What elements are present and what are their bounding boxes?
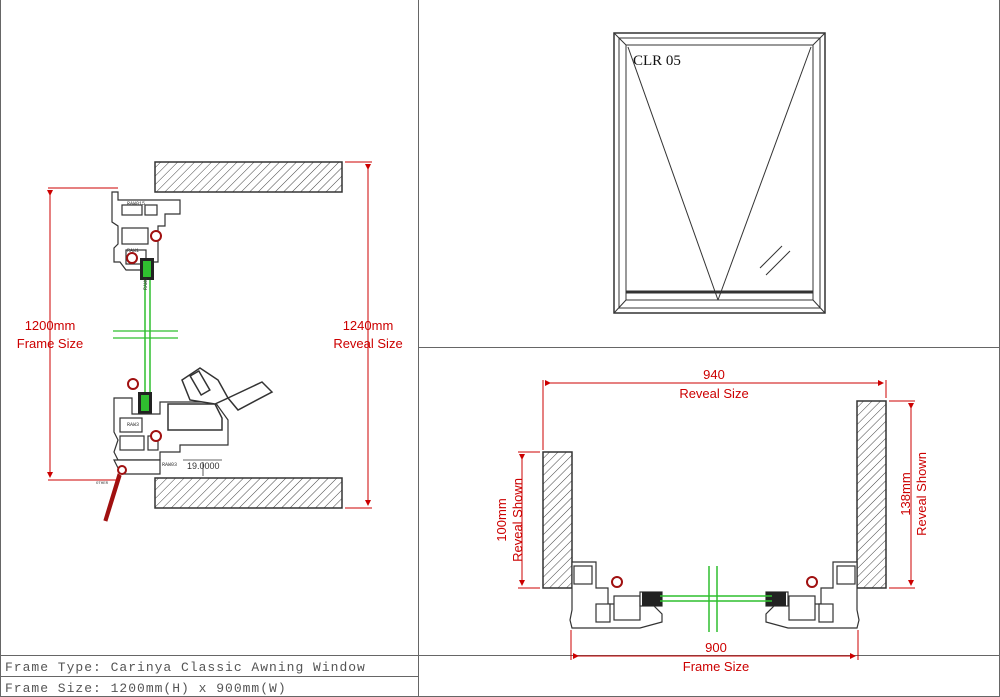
head-seal — [126, 230, 162, 264]
left-reveal-label: Reveal Shown — [510, 478, 525, 562]
sill-reveal-wall — [154, 477, 343, 509]
reveal-height-dimension — [345, 161, 372, 509]
opening-indicator — [627, 46, 812, 301]
right-reveal-label: Reveal Shown — [914, 452, 929, 536]
sill-lever — [103, 473, 122, 522]
frame-height-dimension — [47, 187, 118, 481]
left-reveal-value: 100mm — [494, 498, 509, 541]
frame-width-label: Frame Size — [683, 659, 749, 674]
plan-glass-beads — [642, 592, 786, 606]
title-block: Frame Type: Carinya Classic Awning Windo… — [5, 660, 366, 696]
left-reveal-dimension — [518, 451, 540, 589]
profile-tag: RAW3 — [127, 422, 139, 428]
frame-size-text: Frame Size: 1200mm(H) x 900mm(W) — [5, 681, 287, 696]
right-reveal-wall — [856, 400, 887, 589]
reveal-width-dimension — [542, 380, 887, 450]
winder-handle — [167, 367, 274, 431]
frame-height-value: 1200mm — [25, 318, 76, 333]
frame-width-value: 900 — [705, 640, 727, 655]
reveal-width-label: Reveal Size — [679, 386, 748, 401]
profile-tag: RAW03 — [162, 462, 177, 468]
glass-pane — [144, 280, 151, 392]
window-code: CLR 05 — [633, 53, 681, 69]
profile-tag: RAW015 — [127, 201, 145, 207]
plan-section: 940 Reveal Size 900 Frame Size 100mm Rev… — [494, 367, 929, 674]
reveal-height-value: 1240mm — [343, 318, 394, 333]
profile-tag: RAW1 — [127, 248, 139, 254]
right-reveal-value: 138mm — [898, 472, 913, 515]
frame-type-text: Frame Type: Carinya Classic Awning Windo… — [5, 660, 366, 675]
profile-tag: RAW6 — [143, 278, 149, 290]
side-section: OTHER RAW015 RAW1 RAW6 RAW3 RAW03 19.000… — [17, 161, 403, 522]
frame-height-label: Frame Size — [17, 336, 83, 351]
sill-seal — [117, 378, 162, 475]
left-reveal-wall — [542, 451, 573, 589]
offset-dimension — [183, 459, 222, 479]
plan-glass-pane — [660, 566, 772, 632]
head-frame-profile — [111, 191, 181, 271]
right-reveal-dimension — [889, 400, 915, 589]
frame-width-dimension — [570, 630, 859, 660]
sill-tag: OTHER — [96, 482, 109, 486]
window-elevation — [613, 32, 826, 314]
head-reveal-wall — [154, 161, 343, 193]
reveal-width-value: 940 — [703, 367, 725, 382]
glass-hatch-marks — [759, 245, 791, 276]
break-lines — [113, 330, 178, 339]
reveal-height-label: Reveal Size — [333, 336, 402, 351]
offset-value: 19.0000 — [187, 461, 220, 471]
